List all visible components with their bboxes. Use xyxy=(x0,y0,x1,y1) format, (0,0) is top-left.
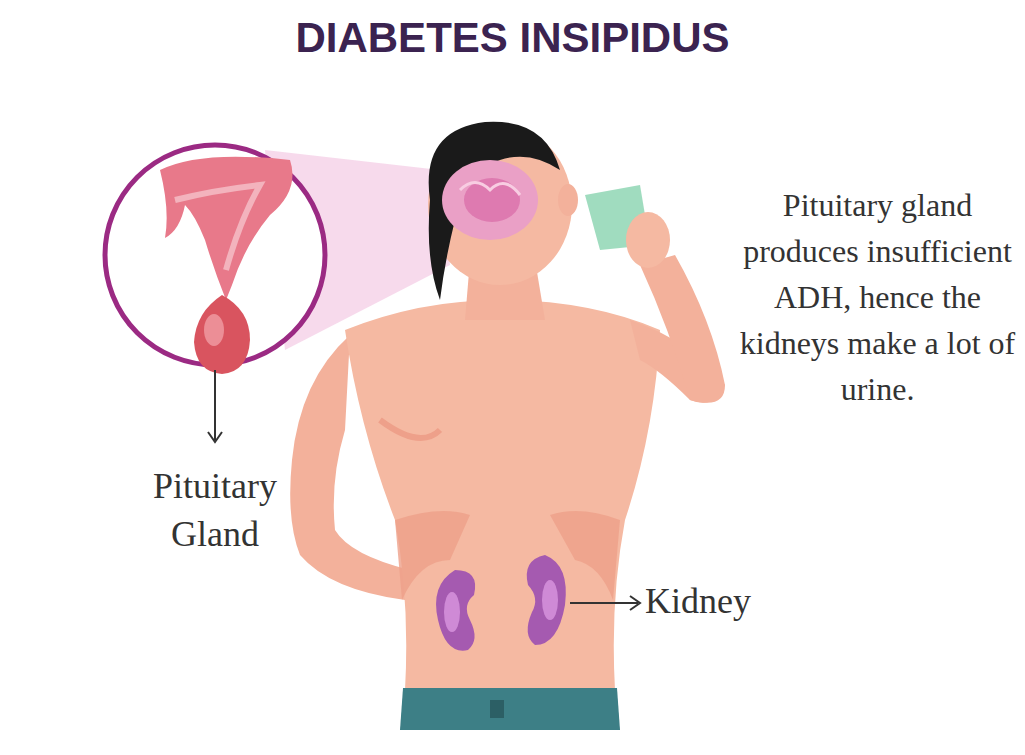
diagram-title: DIABETES INSIPIDUS xyxy=(0,12,1025,64)
brain-center xyxy=(464,178,520,222)
leader-line xyxy=(570,602,638,604)
kidney-left xyxy=(436,570,475,651)
brain-fold xyxy=(460,183,520,196)
kidney-highlight xyxy=(542,580,558,620)
description-note: Pituitary gland produces insufficient AD… xyxy=(735,182,1020,412)
hair xyxy=(429,122,560,300)
torso xyxy=(345,300,660,690)
kidney-highlight xyxy=(444,592,460,632)
leader-line xyxy=(214,370,216,440)
inset-circle xyxy=(105,145,325,365)
arrow-head xyxy=(630,596,640,610)
hypothalamus-stalk xyxy=(160,157,293,300)
shading xyxy=(380,420,440,438)
pituitary-gland xyxy=(194,295,250,374)
gland-highlight xyxy=(204,314,224,346)
forearm xyxy=(640,255,725,403)
fist xyxy=(626,212,670,268)
brain xyxy=(442,160,538,240)
arrow-head xyxy=(208,432,222,442)
jeans xyxy=(400,688,620,730)
kidney-right xyxy=(527,555,566,645)
part-label: Kidney xyxy=(645,578,805,624)
part-label: Pituitary Gland xyxy=(105,462,325,558)
face xyxy=(558,184,578,216)
belt-loop xyxy=(490,700,504,718)
stalk-highlight xyxy=(175,185,260,270)
